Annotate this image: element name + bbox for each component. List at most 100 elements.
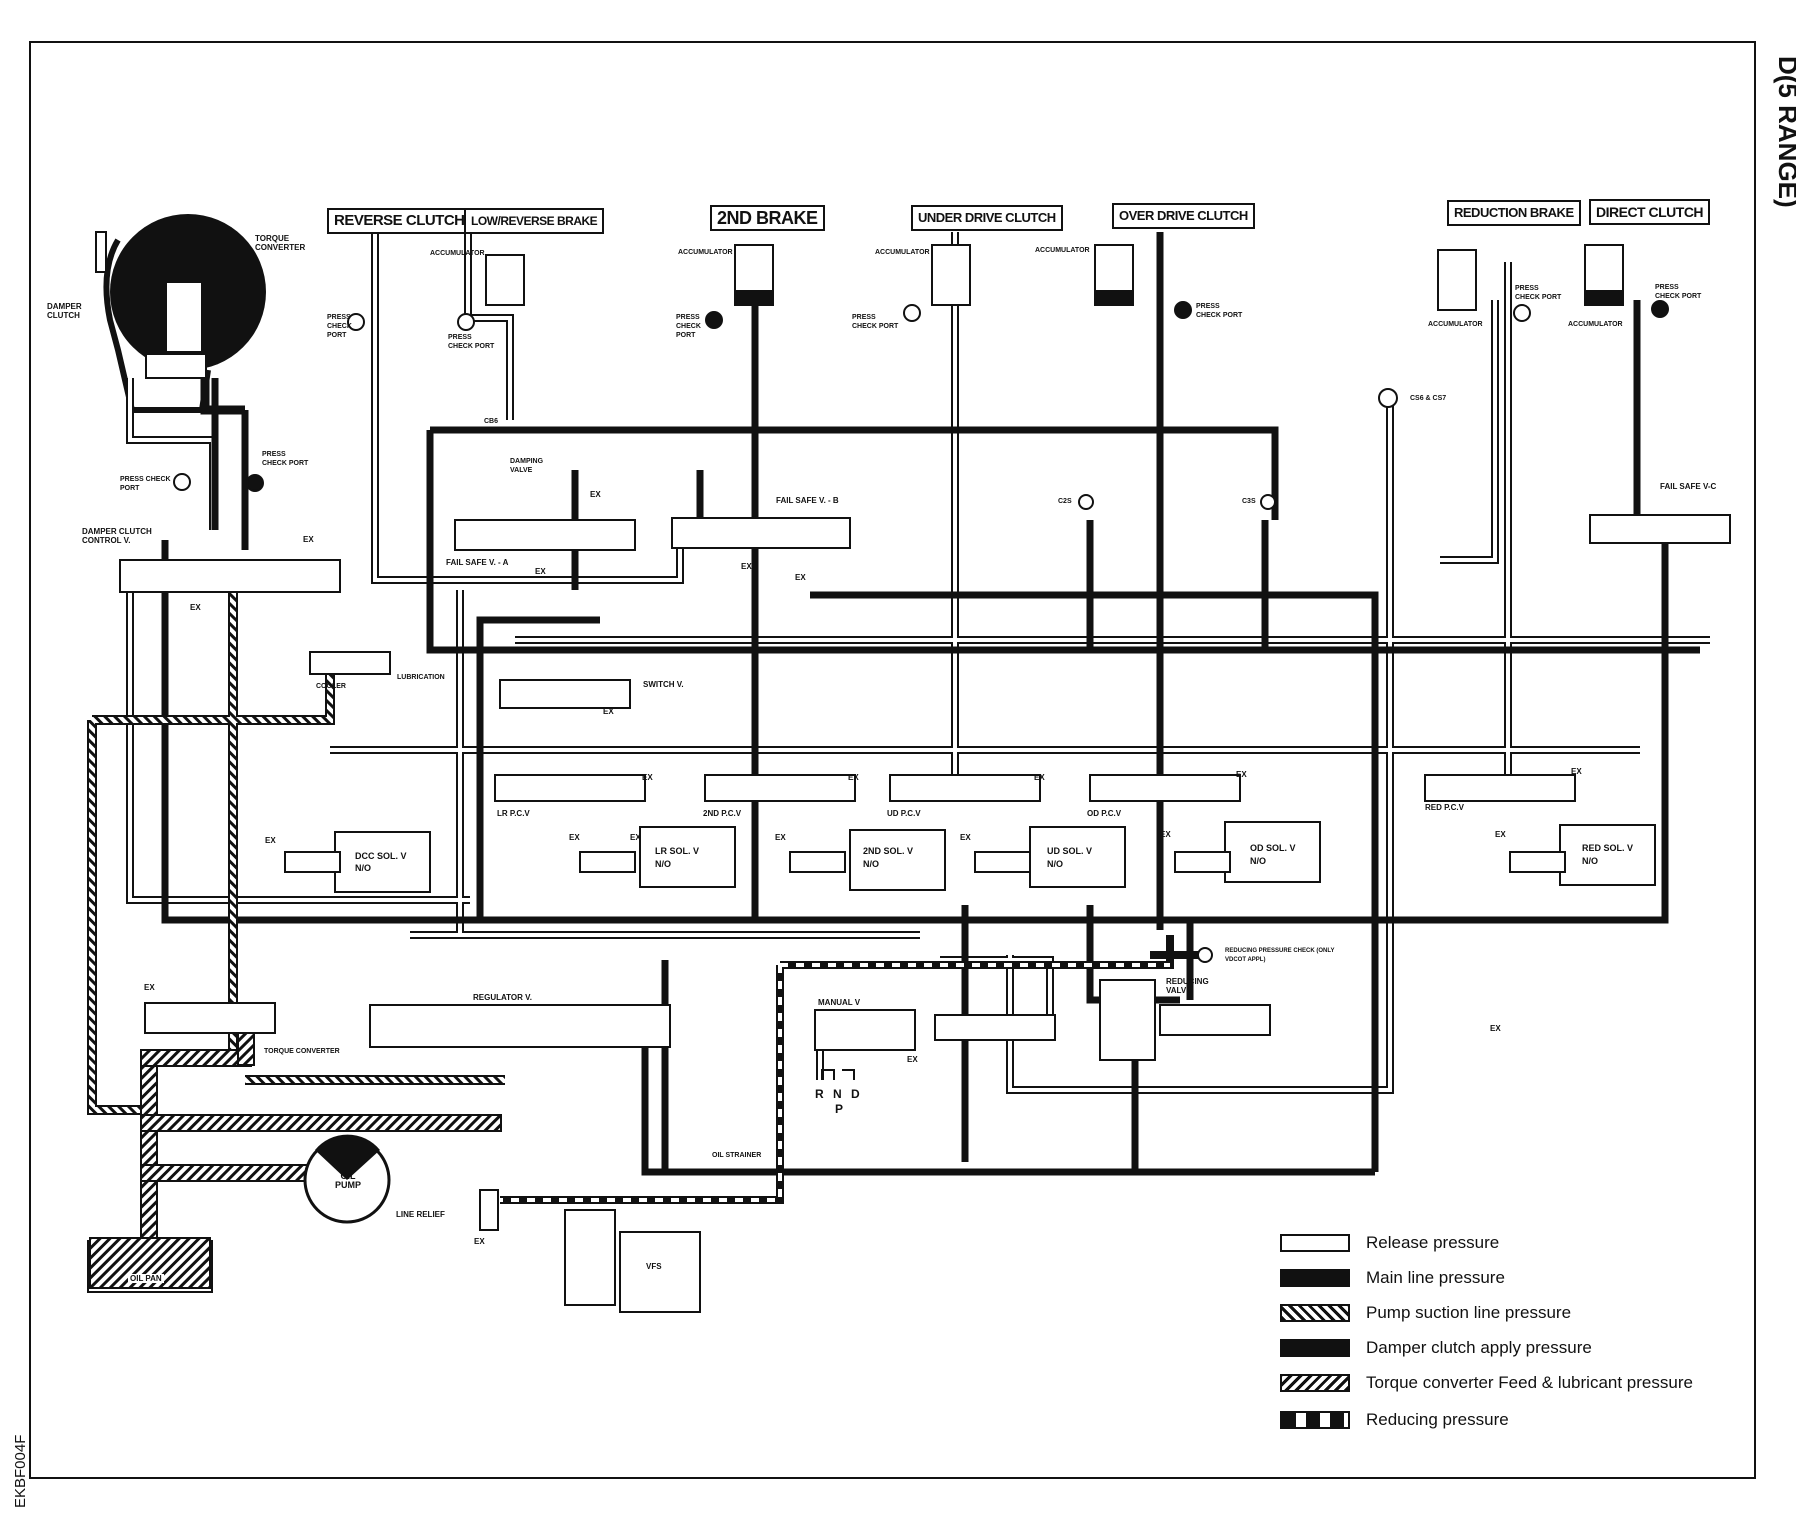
lr-pcv-label: LR P.C.V bbox=[497, 809, 530, 818]
2nd-brake-header: 2ND BRAKE bbox=[710, 205, 825, 231]
press-check-port-rc: PRESS CHECK PORT bbox=[327, 314, 352, 339]
reducing-pressure-lines bbox=[500, 935, 1200, 1204]
ud-sol-label: UD SOL. V bbox=[1047, 846, 1093, 856]
accumulator-label-ud: ACCUMULATOR bbox=[875, 249, 930, 256]
pump-suction-lines bbox=[89, 1019, 502, 1289]
ex-label-dcc: EX bbox=[303, 535, 314, 544]
2nd-pcv-body bbox=[704, 774, 856, 802]
legend-item-reduce: Reducing pressure bbox=[1280, 1408, 1740, 1432]
accumulator-fills bbox=[735, 290, 1623, 305]
valve-bodies bbox=[119, 514, 1731, 1313]
legend-text-torque: Torque converter Feed & lubricant pressu… bbox=[1366, 1373, 1693, 1392]
main-line-pressure-lines bbox=[161, 232, 1700, 1176]
lr-sol-label: LR SOL. V bbox=[655, 846, 700, 856]
legend-swatch-release bbox=[1280, 1234, 1350, 1252]
ex-label-tcv: EX bbox=[144, 983, 155, 992]
ex-label-2nd: EX bbox=[848, 773, 859, 782]
oil-strainer-label: OIL STRAINER bbox=[712, 1152, 762, 1159]
damper-clutch-label: DAMPER CLUTCH bbox=[47, 302, 82, 320]
od-pcv-body bbox=[1089, 774, 1241, 802]
c3s-label: C3S bbox=[1242, 498, 1256, 505]
ex-label-fsb-2: EX bbox=[795, 573, 806, 582]
2nd-pcv-label: 2ND P.C.V bbox=[703, 809, 742, 818]
od-sol-no: N/O bbox=[1250, 856, 1267, 866]
fail-safe-b-label: FAIL SAFE V. - B bbox=[776, 496, 839, 505]
regulator-valve-body bbox=[369, 1004, 671, 1048]
press-check-port-label-1: PRESS CHECK PORT bbox=[262, 451, 309, 467]
reducing-valve-housing bbox=[1099, 979, 1156, 1061]
legend-item-torque: Torque converter Feed & lubricant pressu… bbox=[1280, 1371, 1740, 1395]
ex-label-dccsol: EX bbox=[265, 836, 276, 845]
torque-converter-label: TORQUE CONVERTER bbox=[255, 234, 306, 252]
p-label: P bbox=[835, 1102, 844, 1116]
page-frame bbox=[29, 41, 1756, 1479]
ex-label-redsol: EX bbox=[1495, 830, 1506, 839]
fail-safe-c-body bbox=[1589, 514, 1731, 544]
ex-label-2ndsol: EX bbox=[775, 833, 786, 842]
red-pcv-label: RED P.C.V bbox=[1425, 803, 1464, 812]
press-check-port-label-2: PRESS CHECK PORT bbox=[120, 476, 171, 492]
2nd-sol-no: N/O bbox=[863, 859, 880, 869]
manual-valve-body bbox=[814, 1009, 916, 1051]
legend-text-release: Release pressure bbox=[1366, 1233, 1500, 1252]
ex-label-lrsol-2: EX bbox=[630, 833, 641, 842]
vfs-solenoid-stack bbox=[564, 1209, 616, 1306]
manual-shift-indicator bbox=[821, 1069, 855, 1080]
over-drive-clutch-header: OVER DRIVE CLUTCH bbox=[1112, 203, 1255, 229]
ud-sol-box bbox=[1029, 826, 1126, 888]
ex-label-ud: EX bbox=[1034, 773, 1045, 782]
manual-valve-spool bbox=[934, 1014, 1056, 1041]
legend-swatch-main bbox=[1280, 1269, 1350, 1287]
manual-v-label: MANUAL V bbox=[818, 998, 861, 1007]
od-sol-box bbox=[1224, 821, 1321, 883]
ex-label-red: EX bbox=[1571, 767, 1582, 776]
dcc-sol-no: N/O bbox=[355, 863, 372, 873]
reduction-brake-header: REDUCTION BRAKE bbox=[1447, 200, 1581, 226]
under-drive-clutch-header: UNDER DRIVE CLUTCH bbox=[911, 205, 1063, 231]
ex-label-lr: EX bbox=[642, 773, 653, 782]
accumulator-label-od: ACCUMULATOR bbox=[1035, 247, 1090, 254]
accumulator-label-dc: ACCUMULATOR bbox=[1568, 321, 1623, 328]
ud-pcv-label: UD P.C.V bbox=[887, 809, 921, 818]
oil-pan-outline bbox=[87, 1240, 213, 1293]
press-check-port-red: PRESS CHECK PORT bbox=[1515, 285, 1562, 301]
press-check-port-dc: PRESS CHECK PORT bbox=[1655, 284, 1702, 300]
press-check-port-ud: PRESS CHECK PORT bbox=[852, 314, 899, 330]
release-lines-inner bbox=[128, 210, 1710, 1092]
solenoid-boxes bbox=[284, 651, 1656, 893]
legend-item-main: Main line pressure bbox=[1280, 1266, 1740, 1290]
fail-safe-c-label: FAIL SAFE V-C bbox=[1660, 482, 1717, 491]
switch-v-label: SWITCH V. bbox=[643, 680, 684, 689]
legend-swatch-torque bbox=[1280, 1374, 1350, 1392]
lr-sol-no: N/O bbox=[655, 859, 672, 869]
reducing-pressure-check-label: REDUCING PRESSURE CHECK (ONLY VDCOT APPL… bbox=[1225, 948, 1335, 963]
oil-pump-label: OIL PUMP bbox=[334, 1171, 361, 1190]
line-relief-label: LINE RELIEF bbox=[396, 1210, 445, 1219]
regulator-v-label: REGULATOR V. bbox=[473, 993, 532, 1002]
damper-apply-line bbox=[200, 378, 245, 415]
reducing-valve-body bbox=[1159, 1004, 1271, 1036]
red-sol-label: RED SOL. V bbox=[1582, 843, 1634, 853]
dcc-sol-label: DCC SOL. V bbox=[355, 851, 407, 861]
ex-label-switch: EX bbox=[603, 707, 614, 716]
ex-label-od: EX bbox=[1236, 770, 1247, 779]
ex-label-fsb: EX bbox=[741, 562, 752, 571]
lr-pcv-body bbox=[494, 774, 646, 802]
vfs-body bbox=[619, 1231, 701, 1313]
direct-clutch-header: DIRECT CLUTCH bbox=[1589, 199, 1711, 225]
legend-text-suction: Pump suction line pressure bbox=[1366, 1303, 1572, 1322]
press-check-port-lr: PRESS CHECK PORT bbox=[448, 334, 495, 350]
ex-label-lrsol: EX bbox=[569, 833, 580, 842]
red-sol-no: N/O bbox=[1582, 856, 1599, 866]
fail-safe-b-body bbox=[671, 517, 851, 549]
ex-label-fsa-2: EX bbox=[535, 567, 546, 576]
lr-sol-box bbox=[639, 826, 736, 888]
accumulator-label-2nd: ACCUMULATOR bbox=[678, 249, 733, 256]
torque-converter-drawing bbox=[95, 214, 266, 413]
red-sol-box bbox=[1559, 824, 1656, 886]
dcc-sol-box bbox=[334, 831, 431, 893]
damper-clutch-control-valve-body bbox=[119, 559, 341, 593]
fail-safe-a-body bbox=[454, 519, 636, 551]
press-check-port-od: PRESS CHECK PORT bbox=[1196, 303, 1243, 319]
